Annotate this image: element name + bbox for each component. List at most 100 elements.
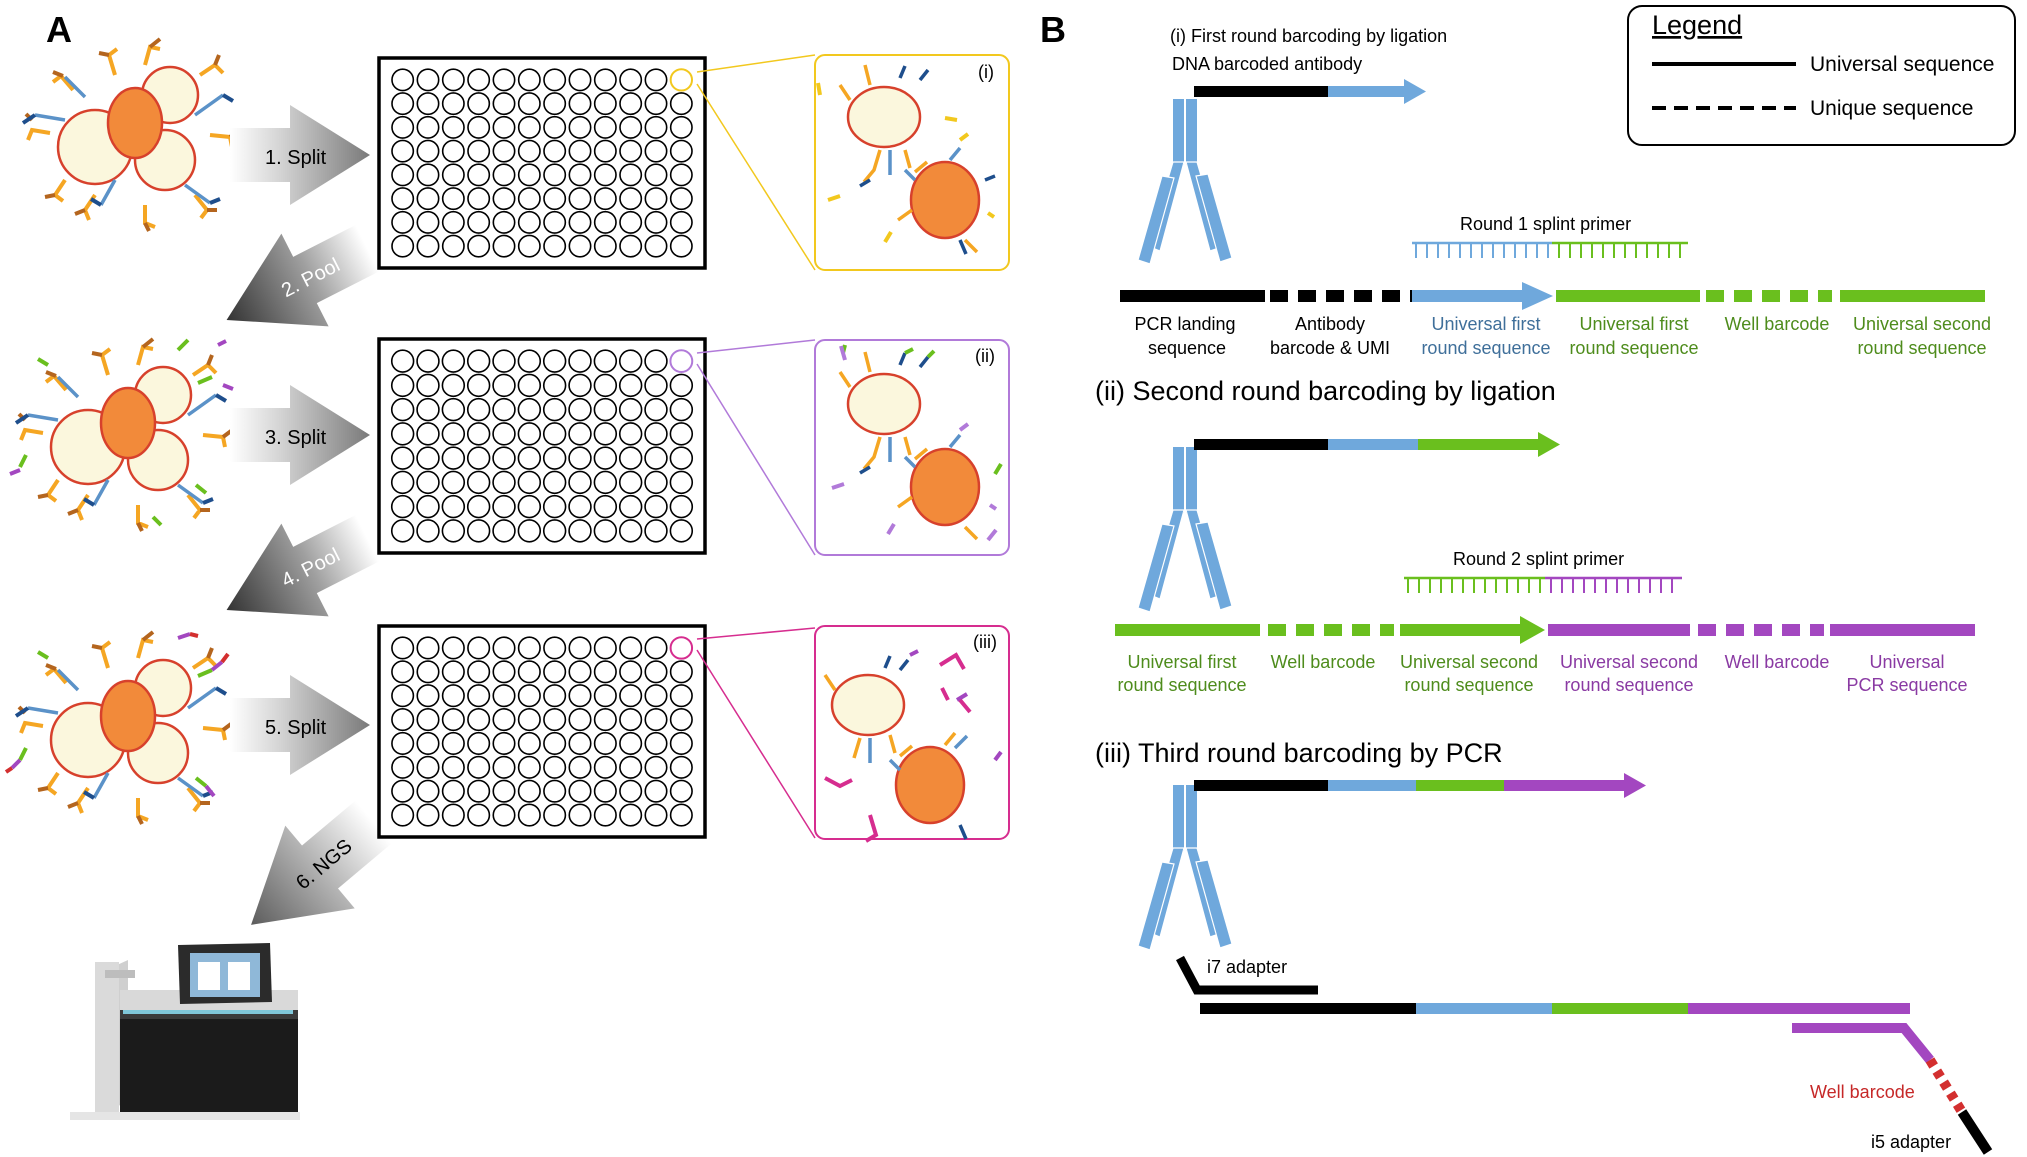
inset-i: (i) <box>814 54 1010 271</box>
plate-well <box>466 422 491 446</box>
i7-label: i7 adapter <box>1207 957 1287 977</box>
plate-well <box>517 163 541 187</box>
plate-well <box>441 779 465 803</box>
plate-well <box>644 731 668 755</box>
pool-arrow-1: 2. Pool <box>226 225 380 327</box>
plate-well <box>517 373 542 398</box>
plate-well <box>644 397 668 422</box>
plate-well <box>542 519 567 543</box>
plate-well <box>619 92 643 116</box>
svg-text:(ii): (ii) <box>975 346 995 366</box>
plate-well <box>517 446 542 470</box>
plate-well <box>593 684 617 708</box>
plate-well <box>669 494 694 519</box>
plate-well <box>416 708 440 732</box>
plate-well <box>492 755 516 779</box>
plate-well <box>568 68 592 92</box>
plate-well <box>568 755 592 779</box>
plate-well <box>568 139 592 163</box>
plate-well <box>416 446 440 470</box>
plate-well <box>492 68 516 92</box>
plate-well <box>441 187 465 211</box>
plate-well <box>618 519 643 543</box>
plate-well <box>543 115 567 139</box>
plate-well <box>619 210 643 234</box>
plate-well <box>543 636 567 660</box>
plate-well <box>467 163 491 187</box>
cell-cluster-1 <box>21 37 240 233</box>
plate-well <box>618 470 643 495</box>
plate-well <box>669 803 693 827</box>
plate-well <box>517 519 542 543</box>
plate-well <box>492 92 516 116</box>
plate-well <box>568 446 592 470</box>
plate-well <box>517 731 541 755</box>
plate-well <box>391 115 415 139</box>
plate-well <box>466 494 491 519</box>
plate-well <box>467 234 491 258</box>
plate-well <box>619 731 643 755</box>
plate-well <box>568 349 592 373</box>
plate-well <box>593 779 617 803</box>
plate-well <box>467 187 491 211</box>
svg-text:Universal second: Universal second <box>1560 652 1698 672</box>
plate-well <box>619 163 643 187</box>
plate-well <box>644 163 668 187</box>
plate-3 <box>377 624 707 839</box>
round2-splint-primer <box>1404 576 1682 593</box>
plate-well <box>619 115 643 139</box>
plate-well <box>568 779 592 803</box>
plate-well <box>391 755 415 779</box>
plate-well <box>619 660 643 684</box>
plate-well <box>593 708 617 732</box>
plate-well <box>517 210 541 234</box>
plate-well <box>517 349 542 373</box>
plate-well <box>467 684 491 708</box>
plate-well <box>669 163 693 187</box>
plate-well <box>416 636 440 660</box>
svg-text:PCR sequence: PCR sequence <box>1846 675 1967 695</box>
plate-well <box>466 397 491 422</box>
round1-section: (i) First round barcoding by ligation DN… <box>1120 26 1991 358</box>
plate-well <box>466 519 491 543</box>
panel-a-letter: A <box>46 9 72 50</box>
plate-well <box>492 708 516 732</box>
plate-well <box>441 139 465 163</box>
plate-well <box>593 636 617 660</box>
plate-well <box>467 660 491 684</box>
plate-well <box>619 684 643 708</box>
plate-well <box>467 803 491 827</box>
plate-well <box>644 349 668 373</box>
plate-well <box>441 349 466 373</box>
plate-well <box>568 660 592 684</box>
plate-well <box>391 636 415 660</box>
plate-well <box>517 234 541 258</box>
plate-well <box>593 163 617 187</box>
plate-well <box>669 446 694 470</box>
zoom-lines <box>696 54 816 839</box>
plate-well <box>542 373 567 398</box>
plate-well <box>517 660 541 684</box>
plate-3-wells <box>391 636 694 827</box>
plate-well <box>669 779 693 803</box>
plate-well <box>492 139 516 163</box>
plate-well <box>467 708 491 732</box>
svg-text:Well barcode: Well barcode <box>1271 652 1376 672</box>
plate-well <box>542 349 567 373</box>
plate-well <box>441 68 465 92</box>
plate-well <box>466 446 491 470</box>
plate-well <box>568 494 592 519</box>
plate-well <box>416 349 440 373</box>
svg-text:Well barcode: Well barcode <box>1725 314 1830 334</box>
plate-well <box>390 397 415 422</box>
plate-well <box>618 349 643 373</box>
plate-well <box>543 684 567 708</box>
plate-well <box>669 210 693 234</box>
plate-well <box>669 139 693 163</box>
plate-well <box>390 373 415 398</box>
svg-text:Universal second: Universal second <box>1400 652 1538 672</box>
plate-well <box>593 803 617 827</box>
plate-well <box>619 708 643 732</box>
plate-well <box>517 187 541 211</box>
plate-well <box>542 494 567 519</box>
